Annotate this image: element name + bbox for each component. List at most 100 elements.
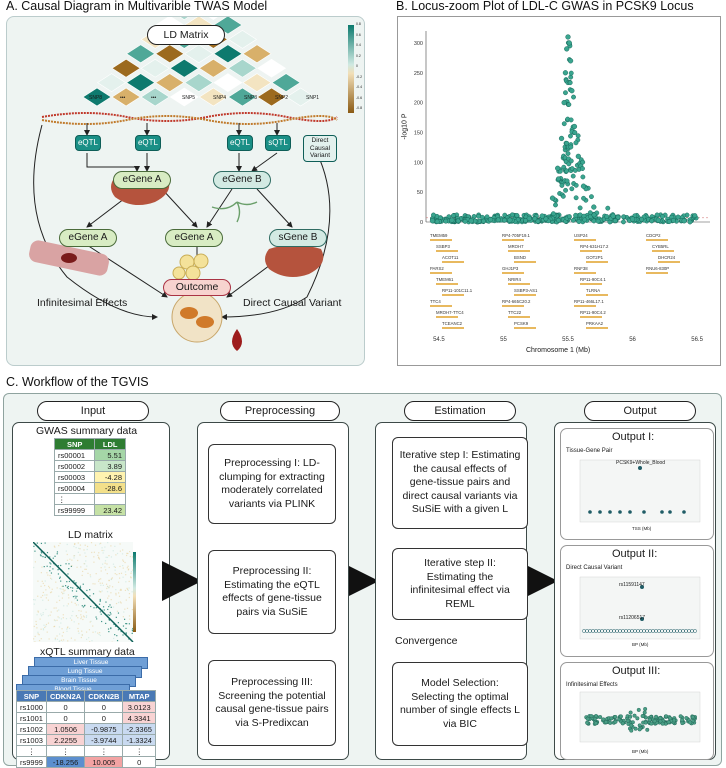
output-1-xlabel: TSS (Mb) [632, 526, 652, 531]
ld-dot [77, 630, 79, 632]
ld-cell [155, 73, 185, 92]
ld-cell [213, 73, 243, 92]
ld-dot [117, 592, 120, 594]
ld-dot [104, 560, 107, 562]
ld-dot [44, 584, 46, 587]
ld-dot [75, 604, 77, 606]
ld-dot [79, 554, 81, 556]
ld-dot [35, 620, 37, 623]
ld-cell [227, 87, 258, 107]
output-3-point [649, 721, 654, 726]
ld-dot [98, 590, 100, 592]
ld-dot [110, 627, 112, 629]
y-tick-label: 200 [414, 101, 423, 107]
ld-dot [50, 563, 52, 565]
gene-label: RNU6-830P [646, 266, 669, 271]
ld-dot [88, 637, 90, 639]
ld-dot [68, 597, 70, 599]
ld-heatmap [82, 17, 316, 107]
ld-dot [129, 618, 131, 620]
ld-dot [34, 550, 36, 552]
gwas-point [550, 211, 556, 217]
ld-dot [110, 556, 113, 558]
xqtl-header: SNP [16, 690, 47, 702]
gwas-peak-point [549, 195, 556, 201]
xqtl-cell: 0 [45, 701, 86, 713]
gwas-peak-point [449, 217, 455, 223]
ld-dot [38, 634, 40, 636]
gwas-peak-point [571, 123, 578, 130]
output-3-point [668, 716, 673, 721]
ld-dot [82, 618, 84, 621]
gwas-peak-point [526, 215, 532, 222]
ld-dot [125, 599, 127, 601]
ld-dot [120, 589, 122, 591]
panel-a-diagram [29, 17, 354, 351]
ld-dot [115, 592, 117, 595]
ld-dot [125, 581, 127, 583]
gene-label: SSBP3-AS1 [514, 288, 538, 293]
ld-dot [71, 565, 73, 567]
dna-strand [41, 112, 338, 122]
ld-dot [67, 587, 69, 590]
ld-dot [40, 585, 42, 587]
ld-dot [100, 570, 102, 572]
ld-dot [116, 639, 119, 642]
ld-dot [81, 630, 83, 632]
ld-dot [99, 611, 101, 613]
colorbar-tick: -0.2 [356, 74, 363, 79]
ld-cell [111, 87, 141, 107]
gwas-point [612, 218, 618, 224]
ld-dot [130, 576, 132, 578]
ld-dot [102, 584, 104, 586]
gwas-cell: 23.42 [94, 504, 126, 516]
ld-dot [114, 634, 116, 636]
ld-dot [119, 589, 121, 591]
ld-dot [39, 554, 42, 556]
header-input: Input [37, 401, 149, 421]
ld-dot [40, 596, 42, 598]
ld-dot [131, 632, 133, 634]
ld-dot [49, 591, 52, 594]
xqtl-header: CDKN2A [45, 690, 86, 702]
ld-dot [45, 608, 47, 611]
ld-dot [122, 625, 125, 627]
ld-dot [124, 618, 126, 620]
gwas-point [573, 212, 579, 218]
gwas-point [570, 173, 576, 179]
ld-dot [40, 628, 42, 630]
gwas-point [450, 213, 456, 219]
xqtl-header: CDKN2B [84, 690, 124, 702]
gwas-point [605, 205, 611, 211]
ld-dot [33, 566, 35, 569]
gwas-point [555, 176, 561, 182]
gwas-point [621, 219, 626, 225]
snp-label: SNP2 [275, 95, 289, 101]
ld-dot [131, 608, 133, 611]
ld-dot [64, 585, 67, 587]
ld-dot [34, 599, 36, 601]
ld-dot [38, 639, 41, 642]
snp-label: SNP5 [182, 95, 196, 101]
gwas-peak-point [591, 204, 597, 210]
colorbar-tick: 0.8 [356, 22, 361, 26]
ld-dot [122, 567, 124, 569]
gene-label: TTC22 [508, 310, 522, 315]
gwas-point [495, 217, 501, 223]
ld-dot [97, 556, 100, 558]
gwas-point [572, 130, 578, 135]
gwas-peak-point [567, 58, 574, 64]
ld-dot [108, 566, 110, 569]
ld-dot [74, 543, 76, 546]
gwas-peak-point [580, 183, 587, 189]
ld-dot [116, 573, 118, 576]
gwas-cell: rs00002 [53, 460, 96, 472]
ld-dot [85, 611, 87, 613]
gwas-cell: -4.28 [94, 471, 126, 483]
gwas-cell: ⋮ [53, 493, 96, 505]
ld-dot [80, 610, 82, 612]
gene-label: RP11-90C4.1 [580, 277, 606, 282]
ld-dot [55, 607, 57, 609]
ld-dot [62, 639, 65, 641]
ld-dot [54, 620, 56, 622]
